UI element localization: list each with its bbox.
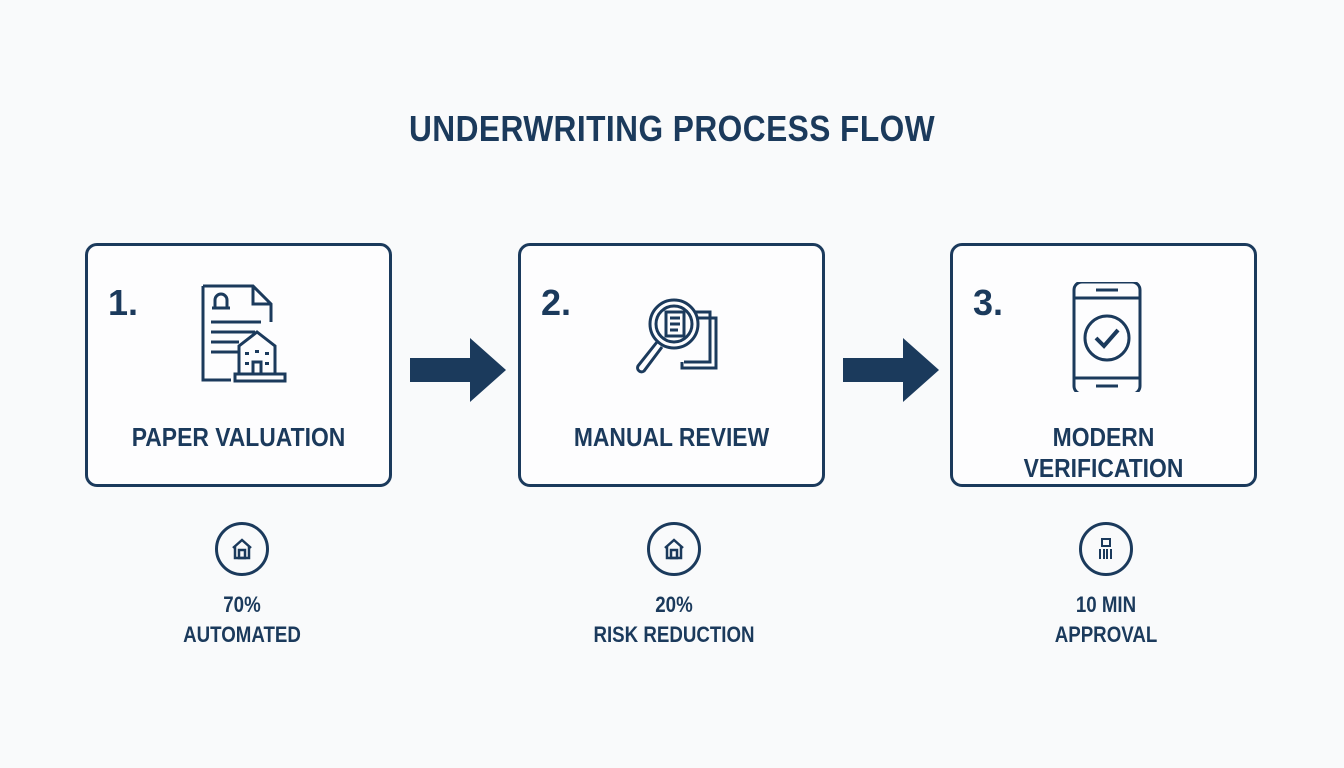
- barcode-icon: [1079, 522, 1133, 576]
- document-building-icon: [201, 284, 287, 383]
- magnifier-documents-icon: [636, 298, 718, 374]
- step-manual-review: 2. MANUAL REVIEW: [518, 243, 825, 487]
- stat-approval: 10 MIN APPROVAL: [956, 522, 1256, 648]
- stat-value: 70%: [223, 592, 261, 617]
- stat-value: 10 MIN: [1075, 592, 1137, 617]
- page-title: UNDERWRITING PROCESS FLOW: [408, 108, 936, 149]
- step-number: 1.: [108, 282, 139, 323]
- arrow-right-icon: [410, 338, 506, 402]
- phone-check-icon: [1072, 282, 1142, 392]
- stat-label: AUTOMATED: [183, 622, 301, 647]
- stat-label: RISK REDUCTION: [593, 622, 755, 647]
- arrow-right-icon: [843, 338, 939, 402]
- stat-risk-reduction: 20% RISK REDUCTION: [524, 522, 824, 648]
- stat-value: 20%: [655, 592, 693, 617]
- step-paper-valuation: 1. PAPER VALUATION: [85, 243, 392, 487]
- step-number: 3.: [973, 282, 1004, 323]
- stat-automated: 70% AUTOMATED: [92, 522, 392, 648]
- step-modern-verification: 3. MODERN VERIFICATION: [950, 243, 1257, 487]
- step-number: 2.: [541, 282, 572, 323]
- house-icon: [647, 522, 701, 576]
- house-icon: [215, 522, 269, 576]
- stat-label: APPROVAL: [1054, 622, 1158, 647]
- step-label: MANUAL REVIEW: [573, 422, 770, 452]
- step-label: PAPER VALUATION: [131, 422, 346, 452]
- step-label: MODERN VERIFICATION: [1023, 422, 1184, 483]
